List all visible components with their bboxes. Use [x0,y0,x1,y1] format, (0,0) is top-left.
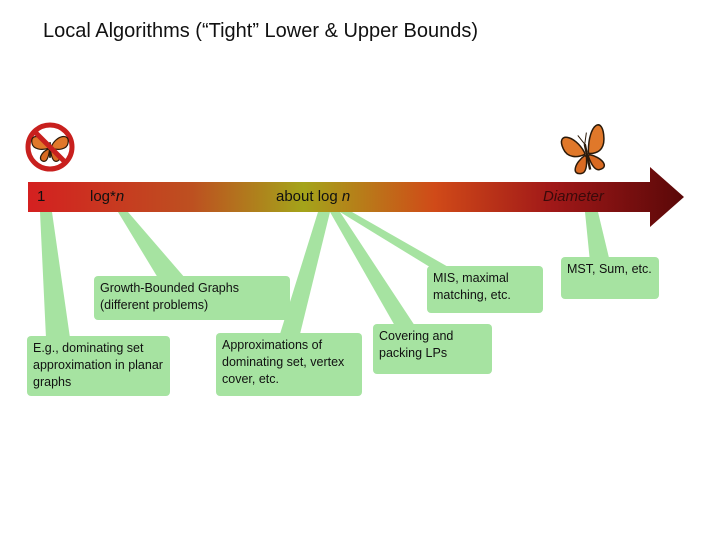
axis-label-logstar: log*n [90,188,124,205]
axis-label-1: 1 [37,188,46,205]
pointer-approximations [280,212,330,334]
callout-covering-packing: Covering and packing LPs [373,324,492,374]
callout-mst-sum: MST, Sum, etc. [561,257,659,299]
pointer-covering-packing [330,212,415,326]
pointer-dominating-planar [40,212,70,338]
axis-label-logn: about log n [276,188,350,205]
callout-growth-bounded: Growth-Bounded Graphs (different problem… [94,276,290,320]
pointer-growth-bounded [118,212,185,278]
axis-label-logn-var: n [341,188,351,205]
callout-dominating-planar: E.g., dominating set approximation in pl… [27,336,170,396]
axis-label-logstar-prefix: log* [90,188,116,205]
pointer-mst-sum [585,212,610,262]
axis-arrow [28,167,684,227]
no-butterfly-icon [25,122,75,172]
axis-label-diameter: Diameter [543,188,604,205]
callout-approximations: Approximations of dominating set, vertex… [216,333,362,396]
axis-label-logn-prefix: about log [276,188,342,205]
pointer-mis-matching [340,212,450,272]
callout-mis-matching: MIS, maximal matching, etc. [427,266,543,313]
page-title: Local Algorithms (“Tight” Lower & Upper … [43,20,478,42]
axis-label-logstar-var: n [115,188,125,205]
butterfly-icon [560,124,605,175]
callout-pointers [40,212,610,338]
